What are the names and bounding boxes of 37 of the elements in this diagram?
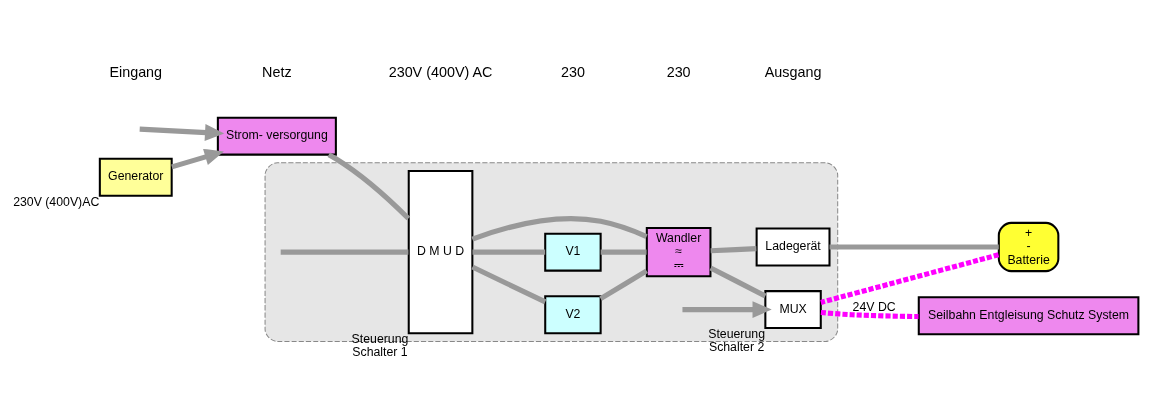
node-label: Steuerung — [351, 332, 409, 347]
connector — [600, 249, 647, 255]
connector — [471, 216, 648, 242]
node-box: Generator — [98, 157, 173, 197]
label: Netz — [262, 64, 292, 81]
node-box: Ladegerät — [755, 227, 831, 267]
label: 230V (400V) AC — [388, 64, 493, 81]
node-box: D M U D — [407, 170, 474, 335]
node-box: + - Batterie — [997, 221, 1060, 273]
connector — [472, 249, 546, 255]
arrow — [171, 148, 224, 170]
label: Eingang — [109, 64, 163, 81]
connector — [471, 264, 547, 305]
node-box: MUX — [764, 290, 822, 330]
node-label: Schalter 1 — [352, 345, 408, 360]
connector — [829, 244, 999, 250]
connector — [710, 246, 757, 254]
node-label: Schalter 2 — [708, 340, 765, 355]
node-label: 230V (400V)AC — [13, 194, 100, 209]
label: 230 — [560, 64, 585, 81]
node-box: Strom- versorgung — [216, 116, 337, 156]
node-box: Seilbahn Entgleisung Schutz System — [917, 296, 1140, 336]
arrow — [682, 301, 772, 318]
connector — [709, 265, 767, 299]
node-label: Steuerung — [708, 326, 765, 341]
connector — [599, 268, 648, 301]
edge-label: 24V DC — [852, 300, 896, 315]
label: 230 — [666, 64, 691, 81]
connector — [280, 249, 409, 255]
connector — [327, 152, 411, 221]
connector — [820, 252, 1000, 305]
node-box: V2 — [544, 295, 602, 335]
node-box: V1 — [544, 232, 602, 272]
label: Ausgang — [764, 64, 822, 81]
arrow — [139, 124, 225, 141]
connector — [820, 309, 919, 320]
node-box: Wandler ≈ ⎓ — [645, 227, 712, 278]
